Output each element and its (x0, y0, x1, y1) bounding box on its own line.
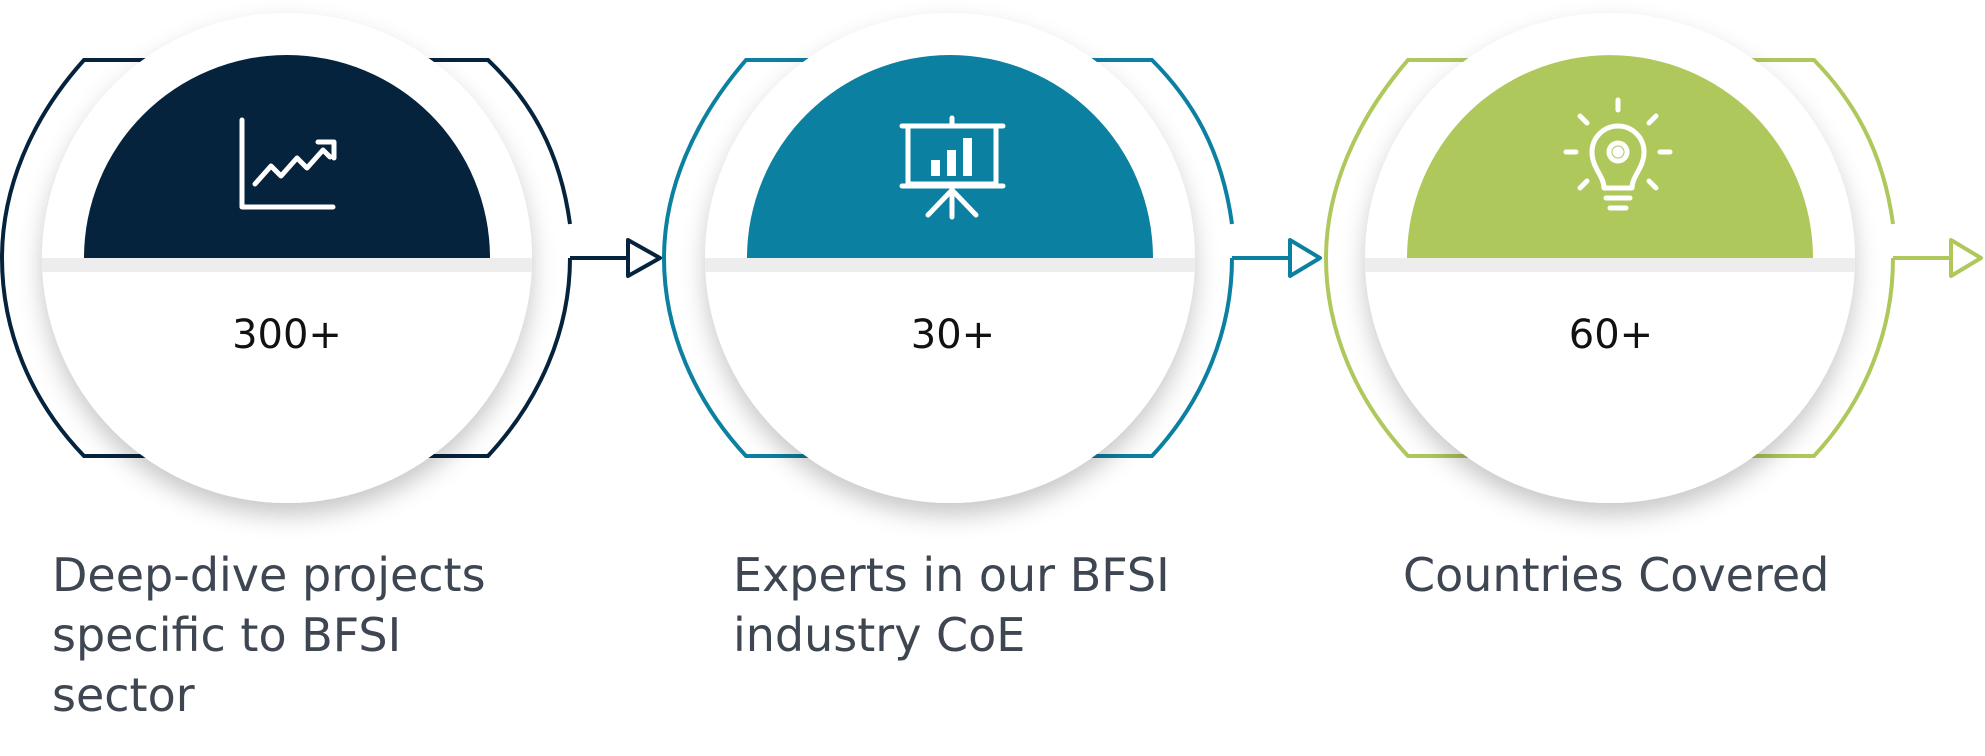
stat-half-disc (84, 55, 490, 258)
stat-block-experts (661, 13, 1322, 503)
stat-value: 30+ (910, 312, 996, 358)
lightbulb-gear-icon (1563, 97, 1673, 211)
outer-frame (661, 58, 1234, 458)
outer-frame (0, 58, 572, 458)
outer-frame (1323, 58, 1895, 458)
connector-arrow (570, 238, 662, 278)
stat-block-projects (0, 13, 662, 503)
stat-caption: Experts in our BFSI industry CoE (733, 548, 1170, 662)
connector-arrow (1893, 238, 1983, 278)
bar-chart-mini-icon (931, 138, 972, 176)
presentation-board-icon (899, 115, 1006, 220)
stat-value: 60+ (1568, 312, 1654, 358)
divider-shade (1365, 258, 1855, 272)
chart-line-up-icon (239, 117, 337, 210)
stat-caption: Deep-dive projects specific to BFSI sect… (52, 548, 486, 722)
stat-block-countries (1323, 13, 1983, 503)
connector-arrow (1232, 238, 1322, 278)
stat-value: 300+ (232, 312, 342, 358)
divider-shade (42, 258, 532, 272)
stat-caption: Countries Covered (1403, 548, 1830, 602)
divider-shade (705, 258, 1195, 272)
